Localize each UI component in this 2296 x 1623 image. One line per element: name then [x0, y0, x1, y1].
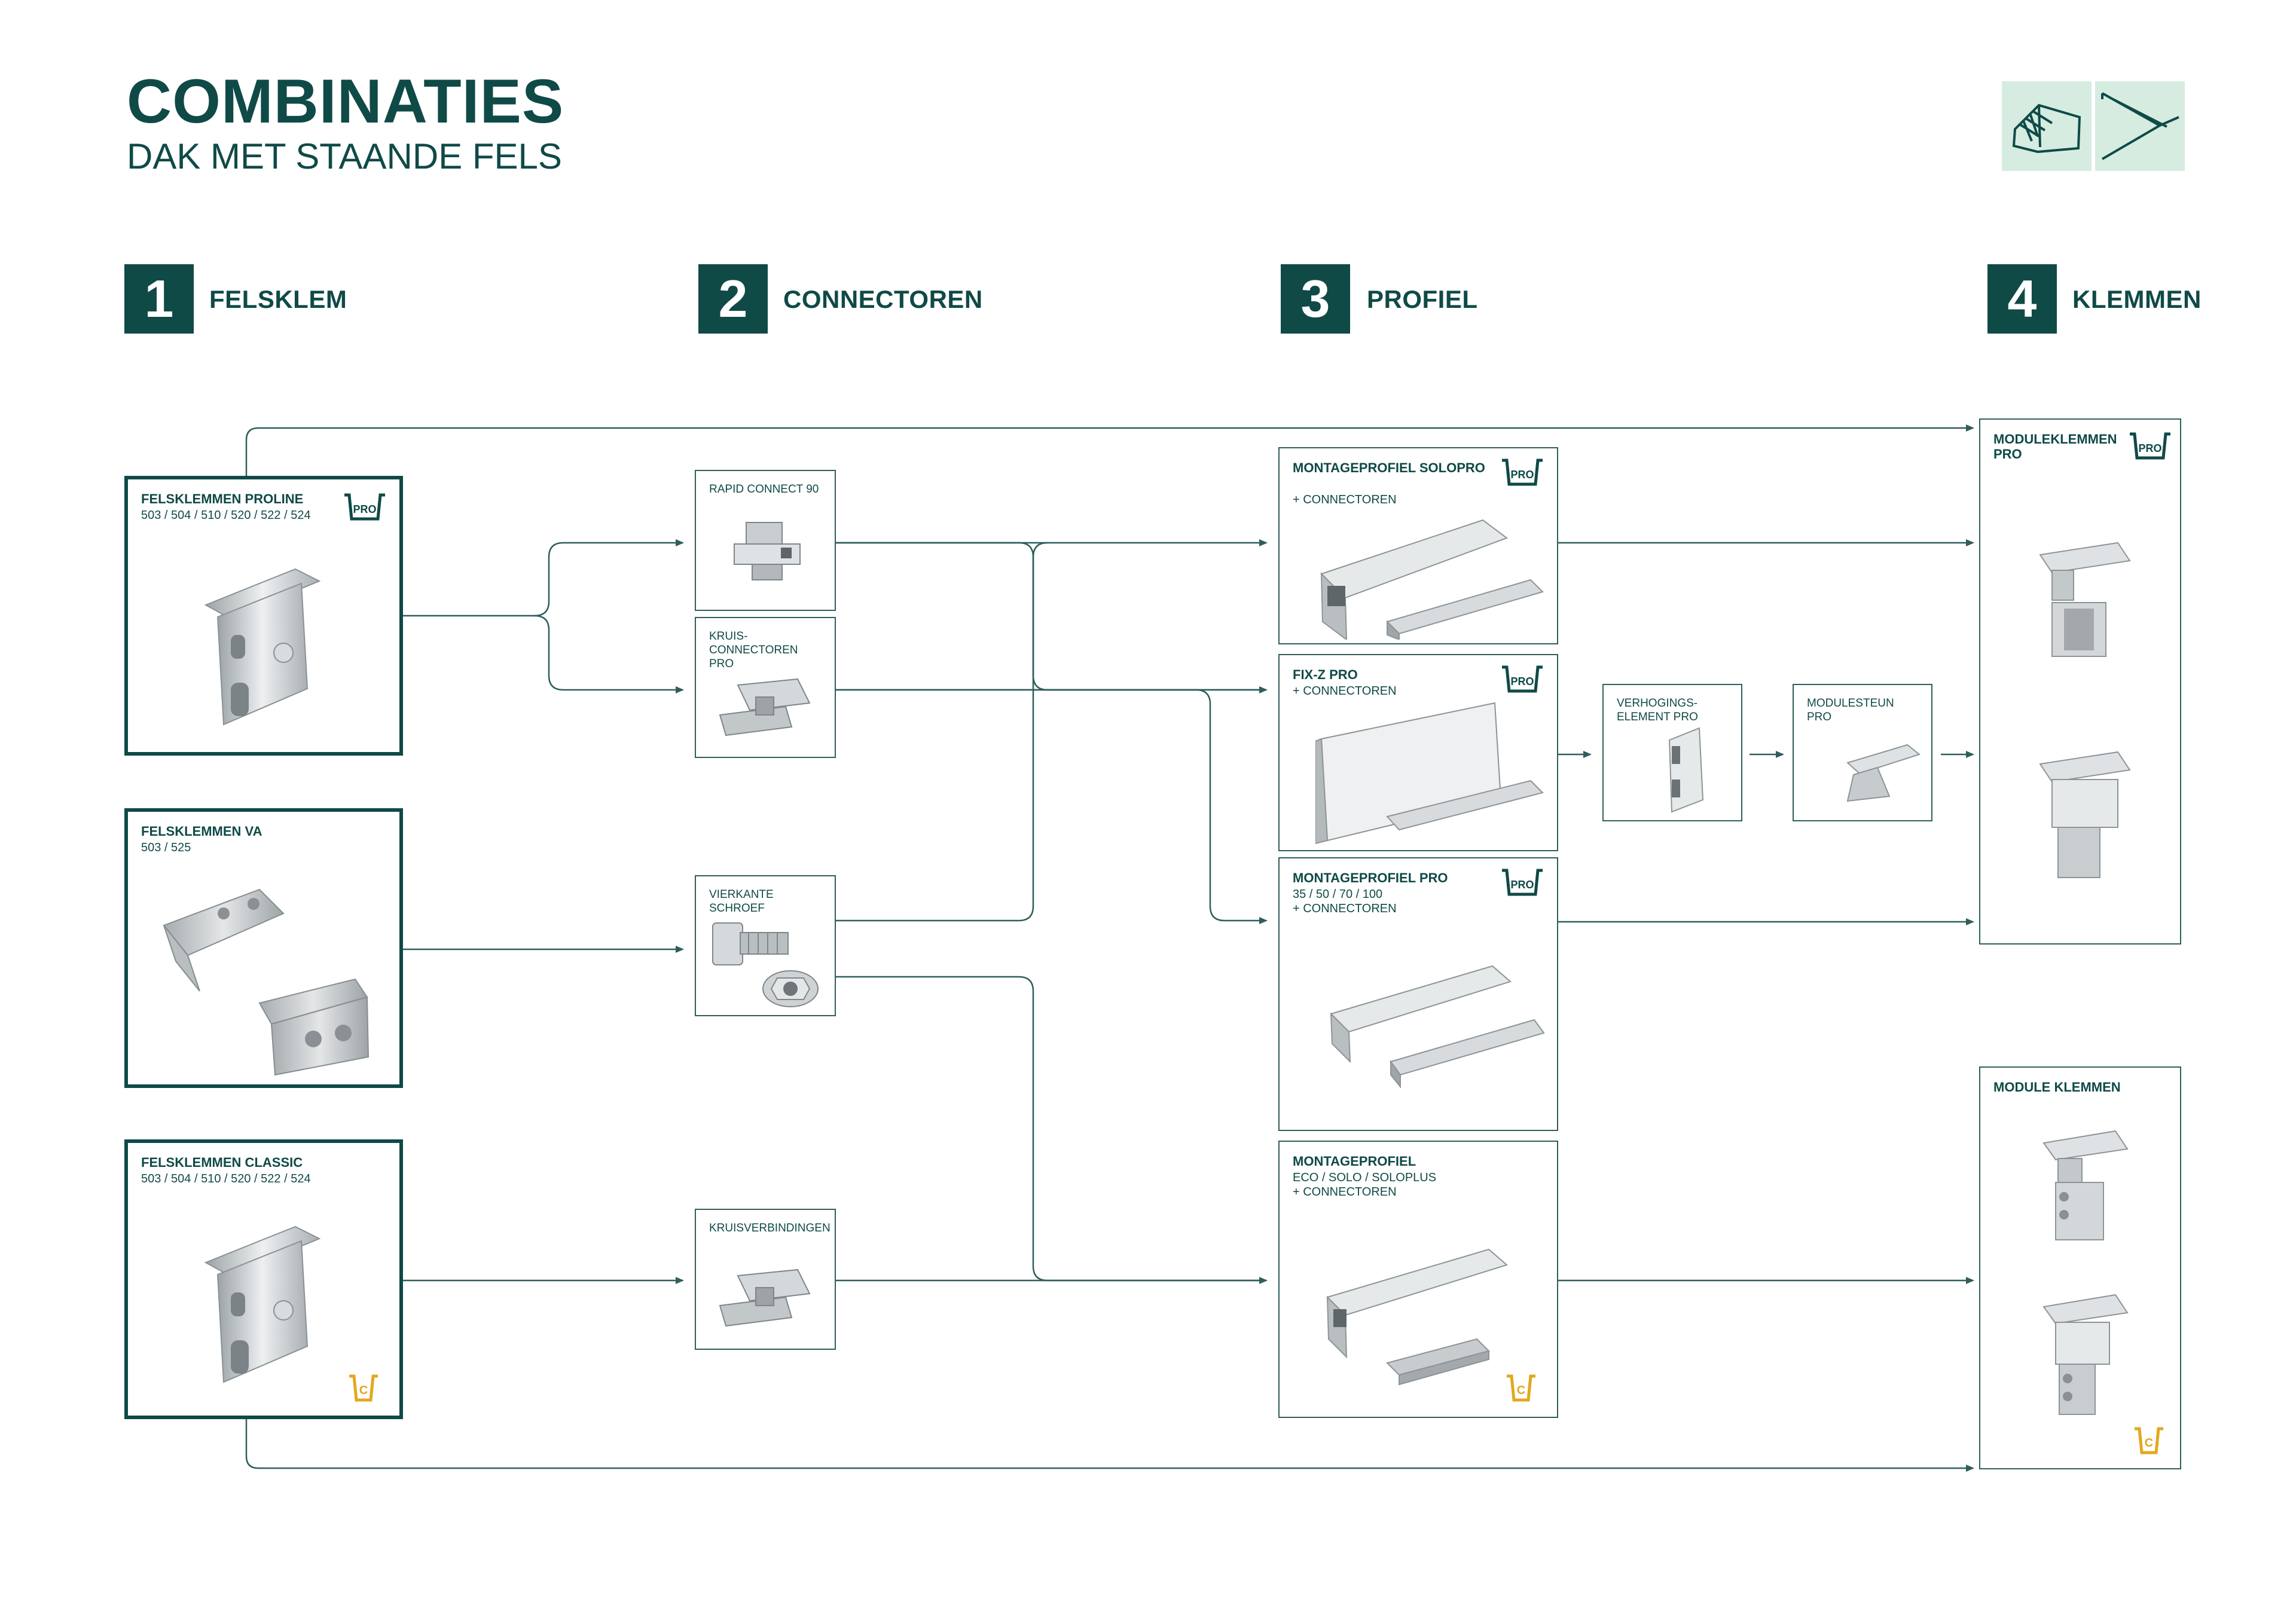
- svg-text:PRO: PRO: [2138, 442, 2161, 454]
- link-proline-bypass: [245, 424, 1974, 476]
- link-schroef-up: [836, 542, 1048, 922]
- step-4-number: 4: [1987, 264, 2057, 334]
- fix-z-pro-sub: + CONNECTOREN: [1293, 684, 1397, 698]
- montageprofiel-classic-image: [1321, 1231, 1549, 1396]
- rapid-connect-image: [728, 516, 806, 591]
- felsklemmen-va-title: FELSKLEMMEN VA: [141, 824, 262, 839]
- step-2-label: CONNECTOREN: [783, 285, 983, 313]
- classic-icon: C: [344, 1371, 383, 1406]
- felsklem-classic-image: [194, 1221, 337, 1397]
- step-1-number: 1: [124, 264, 194, 334]
- montageprofiel-pro-card[interactable]: MONTAGEPROFIEL PRO 35 / 50 / 70 / 100 + …: [1278, 857, 1558, 1131]
- solopro-image: [1315, 496, 1549, 643]
- kruis-connectoren-title: KRUIS-CONNECTOREN PRO: [709, 630, 798, 670]
- module-klemmen-card[interactable]: MODULE KLEMMEN C: [1979, 1066, 2181, 1469]
- felsklemmen-classic-card[interactable]: FELSKLEMMEN CLASSIC 503 / 504 / 510 / 52…: [124, 1139, 403, 1419]
- link-schroef-down: [836, 976, 1268, 1284]
- page-title: COMBINATIES: [127, 67, 564, 136]
- verhogingselement-image: [1663, 722, 1711, 821]
- kruisverbindingen-title: KRUISVERBINDINGEN: [709, 1222, 831, 1234]
- rapid-connect-card[interactable]: RAPID CONNECT 90: [695, 470, 836, 611]
- felsklem-proline-image: [194, 563, 337, 739]
- pro-icon: PRO: [341, 491, 389, 525]
- link-rapid-fixz: [836, 542, 1268, 693]
- modulesteun-image: [1836, 739, 1925, 808]
- module-klem-end-image: [2038, 1289, 2133, 1423]
- felsklemmen-va-card[interactable]: FELSKLEMMEN VA 503 / 525: [124, 808, 403, 1088]
- moduleklem-pro-end-image: [2034, 746, 2136, 887]
- step-2-number: 2: [698, 264, 768, 334]
- montageprofiel-pro-sub: 35 / 50 / 70 / 100 + CONNECTOREN: [1293, 888, 1397, 915]
- pro-icon: PRO: [2126, 430, 2174, 464]
- moduleklem-pro-middle-image: [2034, 537, 2136, 665]
- solopro-sub: + CONNECTOREN: [1293, 493, 1397, 506]
- svg-text:C: C: [2145, 1436, 2153, 1450]
- felsklemmen-proline-title: FELSKLEMMEN PROLINE: [141, 491, 304, 506]
- vierkante-schroef-card[interactable]: VIERKANTE SCHROEF: [695, 875, 836, 1016]
- fix-z-pro-title: FIX-Z PRO: [1293, 667, 1358, 682]
- rapid-connect-title: RAPID CONNECT 90: [709, 483, 819, 496]
- felsklemmen-proline-card[interactable]: FELSKLEMMEN PROLINE 503 / 504 / 510 / 52…: [124, 476, 403, 756]
- roof-solar-icon: [2002, 81, 2092, 171]
- felsklemmen-va-sub: 503 / 525: [141, 841, 191, 854]
- page-subtitle: DAK MET STAANDE FELS: [127, 136, 562, 176]
- svg-text:C: C: [359, 1384, 368, 1397]
- solopro-title: MONTAGEPROFIEL SOLOPRO: [1293, 460, 1485, 475]
- modulesteun-title: MODULESTEUN PRO: [1807, 697, 1894, 723]
- montageprofiel-classic-card[interactable]: MONTAGEPROFIEL ECO / SOLO / SOLOPLUS + C…: [1278, 1141, 1558, 1418]
- fix-z-pro-image: [1315, 697, 1549, 849]
- modulesteun-card[interactable]: MODULESTEUN PRO: [1793, 684, 1932, 821]
- seam-roof-icon: [2095, 81, 2185, 171]
- link-kruis-pro: [836, 689, 1268, 924]
- step-4-label: KLEMMEN: [2072, 285, 2202, 313]
- svg-text:PRO: PRO: [1510, 676, 1534, 687]
- felsklem-va-image: [152, 878, 391, 1084]
- kruis-connectoren-image: [714, 673, 822, 748]
- montageprofiel-classic-sub: ECO / SOLO / SOLOPLUS + CONNECTOREN: [1293, 1171, 1437, 1199]
- felsklemmen-proline-sub: 503 / 504 / 510 / 520 / 522 / 524: [141, 509, 311, 522]
- classic-icon: C: [2130, 1424, 2168, 1459]
- svg-text:C: C: [1517, 1384, 1525, 1397]
- pro-icon: PRO: [1498, 664, 1546, 697]
- step-3-label: PROFIEL: [1367, 285, 1478, 313]
- module-klem-middle-image: [2038, 1125, 2133, 1248]
- svg-text:PRO: PRO: [1510, 469, 1534, 481]
- solopro-card[interactable]: MONTAGEPROFIEL SOLOPRO + CONNECTOREN PRO: [1278, 447, 1558, 644]
- felsklemmen-classic-title: FELSKLEMMEN CLASSIC: [141, 1155, 303, 1170]
- felsklemmen-classic-sub: 503 / 504 / 510 / 520 / 522 / 524: [141, 1172, 311, 1185]
- svg-text:PRO: PRO: [353, 503, 376, 515]
- fix-z-pro-card[interactable]: FIX-Z PRO + CONNECTOREN PRO: [1278, 654, 1558, 851]
- pro-icon: PRO: [1498, 457, 1546, 490]
- moduleklemmen-pro-card[interactable]: MODULEKLEMMEN PRO PRO: [1979, 418, 2181, 945]
- montageprofiel-pro-title: MONTAGEPROFIEL PRO: [1293, 870, 1448, 885]
- vierkante-schroef-image: [707, 911, 826, 1016]
- vierkante-schroef-title: VIERKANTE SCHROEF: [709, 888, 774, 915]
- montageprofiel-classic-title: MONTAGEPROFIEL: [1293, 1154, 1416, 1169]
- verhogingselement-title: VERHOGINGS-ELEMENT PRO: [1617, 697, 1698, 723]
- step-3-number: 3: [1281, 264, 1350, 334]
- link-classic-bypass: [245, 1419, 1974, 1472]
- step-1-label: FELSKLEM: [209, 285, 347, 313]
- kruis-connectoren-card[interactable]: KRUIS-CONNECTOREN PRO: [695, 617, 836, 758]
- kruisverbindingen-card[interactable]: KRUISVERBINDINGEN: [695, 1209, 836, 1350]
- classic-icon: C: [1502, 1371, 1540, 1406]
- pro-icon: PRO: [1498, 867, 1546, 900]
- module-klemmen-title: MODULE KLEMMEN: [1993, 1080, 2121, 1095]
- svg-text:PRO: PRO: [1510, 879, 1534, 891]
- header-icons: [2002, 81, 2185, 171]
- montageprofiel-pro-image: [1325, 948, 1546, 1095]
- link-proline-kruis: [534, 615, 684, 693]
- moduleklemmen-pro-title: MODULEKLEMMEN PRO: [1993, 432, 2117, 462]
- link-proline-connectoren: [402, 539, 684, 617]
- kruisverbindingen-image: [714, 1264, 822, 1338]
- verhogingselement-card[interactable]: VERHOGINGS-ELEMENT PRO: [1602, 684, 1742, 821]
